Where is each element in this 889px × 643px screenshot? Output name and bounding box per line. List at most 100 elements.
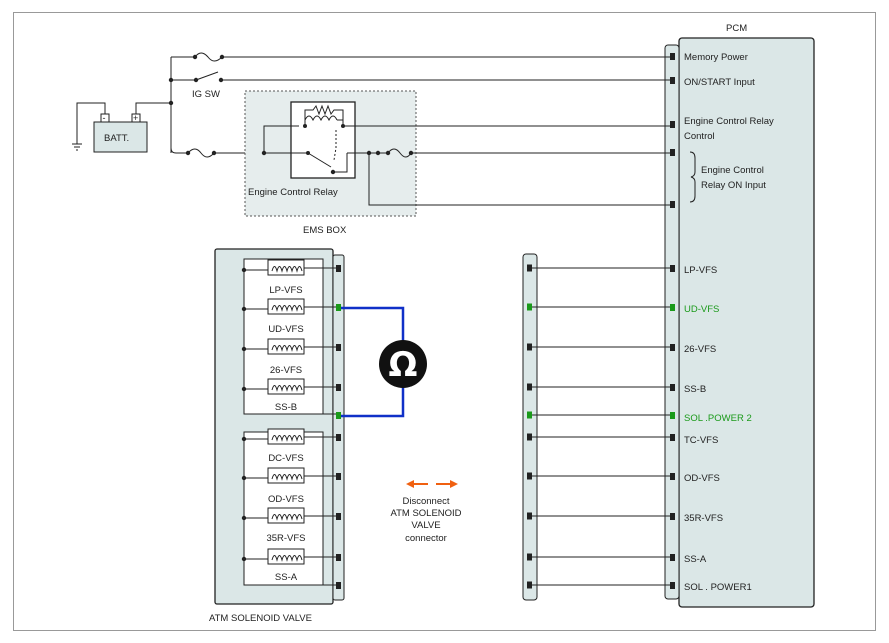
pcm-terminal [670,473,675,480]
pcm-terminal [670,513,675,520]
ig-switch-icon [195,71,219,81]
pcm-pin-ss-b: SS-B [684,384,706,395]
fuse-icon [194,52,223,62]
pcm-pin-ud-vfs: UD-VFS [684,304,719,315]
pcm-terminal [670,121,675,128]
disconnect-arrows-icon [406,480,458,488]
pcm-pin-ecr-on-line1: Engine Control [701,165,764,176]
solenoid-od-vfs: OD-VFS [241,467,336,505]
solenoid-label: 35R-VFS [266,533,305,544]
harness-terminal [527,433,532,441]
note-line-1: Disconnect [403,496,450,507]
pcm-pin-ecr-control-line1: Engine Control Relay [684,116,774,127]
harness-terminal [527,472,532,480]
coil-icon [271,474,303,481]
harness-terminal [527,553,532,561]
ohm-symbol: Ω [389,345,418,385]
coil-icon [271,345,303,352]
pcm-pin-sol-power2: SOL .POWER 2 [684,413,752,424]
pcm-terminal [670,554,675,561]
pcm-pin-ss-a: SS-A [684,554,707,565]
pcm-title: PCM [726,23,747,34]
note-line-2: ATM SOLENOID [390,508,461,519]
battery [93,121,148,153]
pcm-pin-sol-power1: SOL . POWER1 [684,582,752,593]
solenoid-label: 26-VFS [270,365,302,376]
solenoid-ud-vfs: UD-VFS [241,298,336,335]
probe-wire [341,384,405,418]
solenoid-layer: LP-VFS UD-VFS 26-VFS SS-B DC-VFS OD-VFS 35R-VF… [241,259,336,586]
ems-box-label: EMS BOX [303,225,347,236]
pcm-brace [689,151,696,203]
pcm-terminal [670,201,675,208]
ig-sw-label: IG SW [192,89,220,100]
power-supply: BATT. - + IG SW [72,52,670,158]
pcm-terminal-highlighted [670,412,675,419]
pcm-terminal [670,53,675,60]
coil-icon [271,514,303,521]
relay-coil-icon [304,115,338,122]
pcm-pin-ecr-control-line2: Control [684,131,715,142]
pcm-terminal-highlighted [670,304,675,311]
solenoid-lp-vfs: LP-VFS [241,259,336,296]
solenoid-35r-vfs: 35R-VFS [241,507,336,544]
coil-icon [271,435,303,442]
pcm-pin-on-start-input: ON/START Input [684,77,755,88]
note-line-4: connector [405,533,447,544]
pcm-pin-od-vfs: OD-VFS [684,473,720,484]
harness-terminal [527,581,532,589]
pcm-module: PCM Memory Power ON/START Input Engine C… [664,23,815,608]
pcm-terminal [670,434,675,441]
solenoid-dc-vfs: DC-VFS [241,428,336,464]
battery-minus-sign: - [103,113,106,123]
relay-switch-icon [307,152,332,168]
solenoid-ss-a: SS-A [241,548,336,583]
engine-control-relay [290,101,356,179]
solenoid-label: OD-VFS [268,494,304,505]
harness-terminal [527,383,532,391]
probe-wire [341,306,405,344]
harness-connector [522,253,670,601]
solenoid-label: SS-A [275,572,298,583]
harness-terminal [527,303,532,311]
harness-connector-body [522,253,538,601]
pcm-connector [664,44,680,600]
solenoid-valve-label: ATM SOLENOID VALVE [209,613,312,624]
pcm-pin-26-vfs: 26-VFS [684,344,716,355]
ohmmeter: Ω [341,306,427,418]
pcm-terminal [670,77,675,84]
coil-icon [271,305,303,312]
pcm-terminal [670,344,675,351]
harness-terminal [527,512,532,520]
solenoid-label: UD-VFS [268,324,303,335]
harness-terminal [527,343,532,351]
fuse-icon [387,148,412,158]
note-line-3: VALVE [411,520,440,531]
pcm-terminal [670,582,675,589]
pcm-terminal [670,384,675,391]
coil-icon [271,266,303,273]
engine-control-relay-label: Engine Control Relay [248,187,338,198]
solenoid-label: SS-B [275,402,297,413]
disconnect-note: Disconnect ATM SOLENOID VALVE connector [390,480,462,544]
harness-terminal [527,411,532,419]
valve-connector-pins [336,265,341,589]
battery-label: BATT. [104,133,129,144]
diagram-frame [13,12,876,631]
ohmmeter-icon [379,340,427,388]
battery-plus-sign: + [133,113,138,123]
solenoid-26-vfs: 26-VFS [241,338,336,376]
harness-terminal [527,264,532,272]
pcm-pin-lp-vfs: LP-VFS [684,265,717,276]
solenoid-valve-connector [332,254,345,601]
ground-icon [72,143,82,151]
solenoid-label: DC-VFS [268,453,303,464]
solenoid-label: LP-VFS [269,285,302,296]
fuse-icon [187,148,215,158]
pcm-pin-memory-power: Memory Power [684,52,748,63]
pcm-pin-35r-vfs: 35R-VFS [684,513,723,524]
pcm-pin-tc-vfs: TC-VFS [684,435,718,446]
pcm-terminal [670,265,675,272]
